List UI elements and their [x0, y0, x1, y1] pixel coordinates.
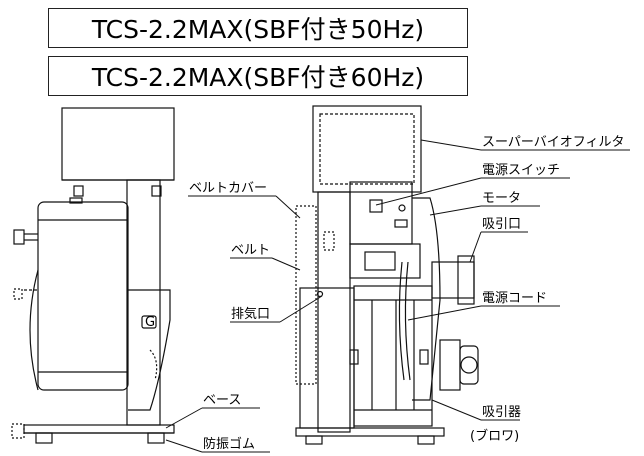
side-base	[23, 424, 175, 434]
label-blower: 吸引器	[482, 405, 521, 420]
front-filter-box	[312, 105, 422, 193]
front-base	[295, 427, 445, 437]
label-belt-cover: ベルトカバー	[189, 181, 267, 196]
side-view: G	[11, 107, 175, 444]
label-vibration-rubber: 防振ゴム	[203, 436, 255, 452]
label-intake: 吸引口	[482, 217, 521, 232]
leader-lines	[165, 139, 630, 453]
title-50hz: TCS-2.2MAX(SBF付き50Hz)	[48, 8, 468, 48]
power-cord-line	[398, 261, 405, 381]
intake-pipe	[431, 261, 475, 299]
exhaust-housing	[299, 287, 355, 429]
label-power-switch: 電源スイッチ	[482, 163, 560, 178]
label-blower-sub: (ブロワ)	[470, 428, 519, 444]
label-exhaust: 排気口	[231, 306, 270, 322]
label-base: ベース	[203, 393, 241, 408]
blower-body	[353, 285, 433, 427]
belt-cover-strip	[295, 205, 317, 385]
control-box	[349, 181, 413, 245]
title-60hz-text: TCS-2.2MAX(SBF付き60Hz)	[91, 63, 425, 92]
front-view	[295, 105, 479, 445]
side-column	[126, 179, 161, 426]
label-motor: モータ	[482, 191, 521, 206]
title-60hz: TCS-2.2MAX(SBF付き60Hz)	[48, 56, 468, 96]
label-super-bio-filter: スーパーバイオフィルタ	[482, 135, 624, 150]
svg-text:G: G	[145, 315, 155, 330]
side-drum	[37, 201, 129, 391]
title-50hz-text: TCS-2.2MAX(SBF付き50Hz)	[91, 15, 425, 44]
label-belt: ベルト	[231, 243, 270, 258]
label-power-cord: 電源コード	[482, 291, 547, 306]
side-filter-box	[61, 107, 175, 181]
